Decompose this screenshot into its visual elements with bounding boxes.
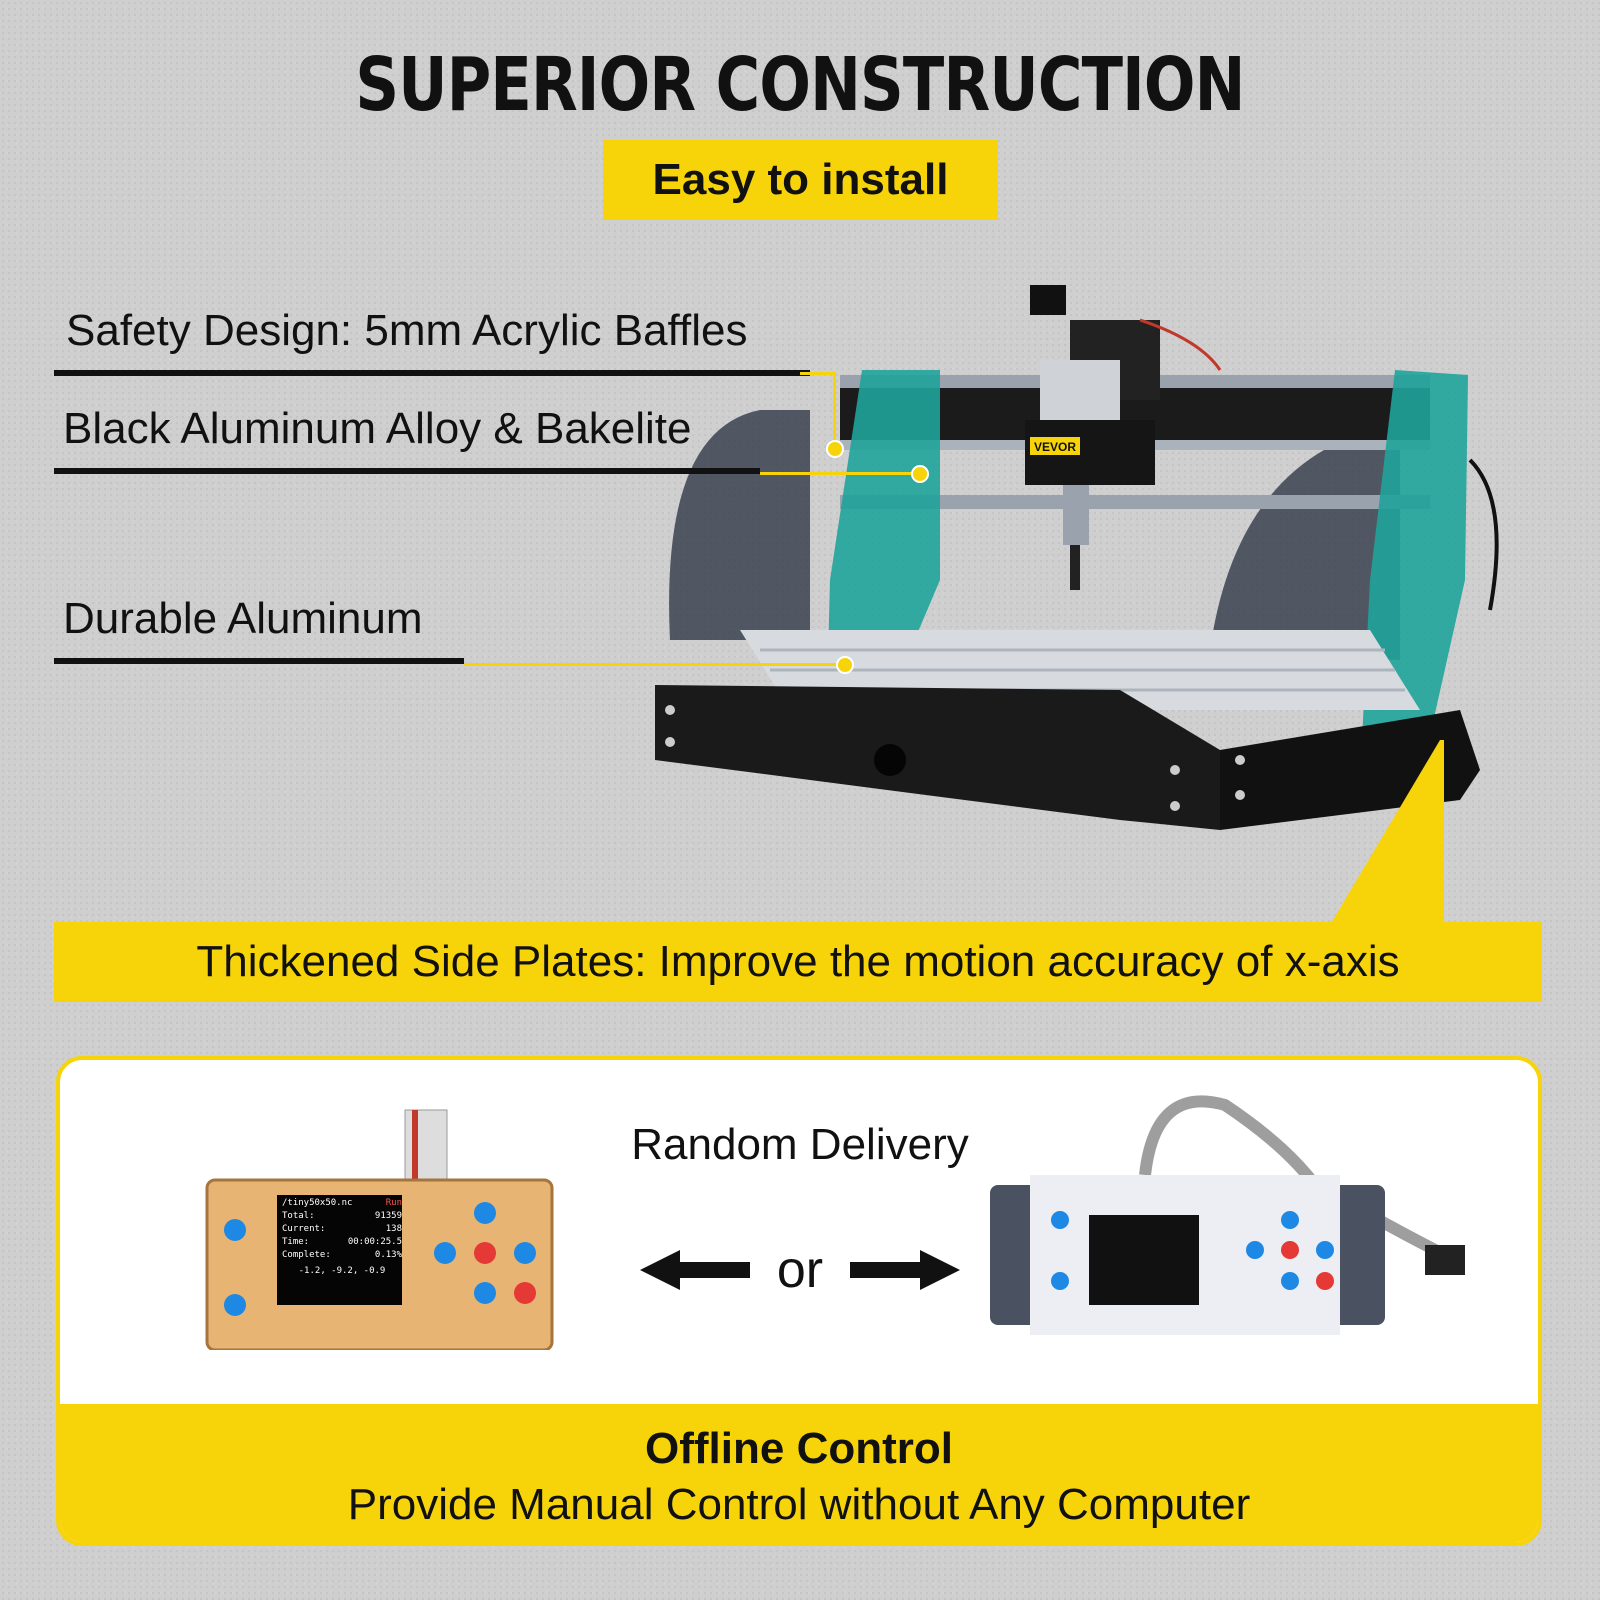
- side-plates-text: Thickened Side Plates: Improve the motio…: [196, 937, 1400, 986]
- underline-acrylic: [54, 370, 810, 376]
- feature-label-alloy: Black Aluminum Alloy & Bakelite: [63, 404, 692, 453]
- screen-coords: -1.2, -9.2, -0.9: [298, 1266, 386, 1276]
- screen-row-value: 0.13%: [374, 1250, 402, 1260]
- leader-alloy: [760, 472, 920, 475]
- screen-row-key: Total:: [282, 1211, 315, 1221]
- screen-filename: /tiny50x50.nc: [282, 1198, 353, 1208]
- subtitle-banner: Easy to install: [603, 140, 998, 220]
- arrow-left-icon: [640, 1250, 750, 1290]
- offline-control-title: Offline Control: [645, 1424, 953, 1473]
- offline-control-footer: Offline Control Provide Manual Control w…: [60, 1404, 1538, 1542]
- offline-control-panel: /tiny50x50.nc Run Total: 91359 Current: 13…: [56, 1056, 1542, 1546]
- controller-screen: /tiny50x50.nc Run Total: 91359 Current: 13…: [282, 1197, 402, 1301]
- side-plates-banner: Thickened Side Plates: Improve the motio…: [54, 922, 1542, 1002]
- arrow-right-icon: [850, 1250, 960, 1290]
- offline-controller-gold: [205, 1109, 554, 1350]
- marker-dot-aluminum: [836, 656, 854, 674]
- side-plate-callout: [1330, 740, 1444, 925]
- screen-row-value: 91359: [374, 1211, 402, 1221]
- page-title: SUPERIOR CONSTRUCTION: [355, 42, 1245, 128]
- leader-acrylic-h: [800, 372, 836, 375]
- offline-controller-white: [990, 1095, 1465, 1335]
- feature-label-aluminum: Durable Aluminum: [63, 594, 423, 643]
- screen-row-key: Time:: [282, 1237, 310, 1247]
- marker-dot-alloy: [911, 465, 929, 483]
- vevor-logo: VEVOR: [1034, 440, 1076, 454]
- leader-acrylic-v: [833, 372, 836, 448]
- screen-row-value: 00:00:25.5: [347, 1237, 402, 1247]
- screen-row-key: Current:: [282, 1224, 326, 1234]
- screen-status: Run: [385, 1198, 402, 1208]
- underline-aluminum: [54, 658, 464, 664]
- or-text: or: [776, 1241, 824, 1299]
- subtitle-text: Easy to install: [652, 155, 949, 204]
- screen-row-value: 138: [385, 1224, 402, 1234]
- screen-row-key: Complete:: [282, 1250, 331, 1260]
- offline-control-description: Provide Manual Control without Any Compu…: [347, 1480, 1251, 1529]
- feature-label-acrylic: Safety Design: 5mm Acrylic Baffles: [66, 306, 748, 355]
- random-delivery-text: Random Delivery: [631, 1120, 969, 1169]
- marker-dot-acrylic: [826, 440, 844, 458]
- underline-alloy: [54, 468, 760, 474]
- or-divider: or: [640, 1240, 960, 1300]
- leader-aluminum: [464, 663, 839, 666]
